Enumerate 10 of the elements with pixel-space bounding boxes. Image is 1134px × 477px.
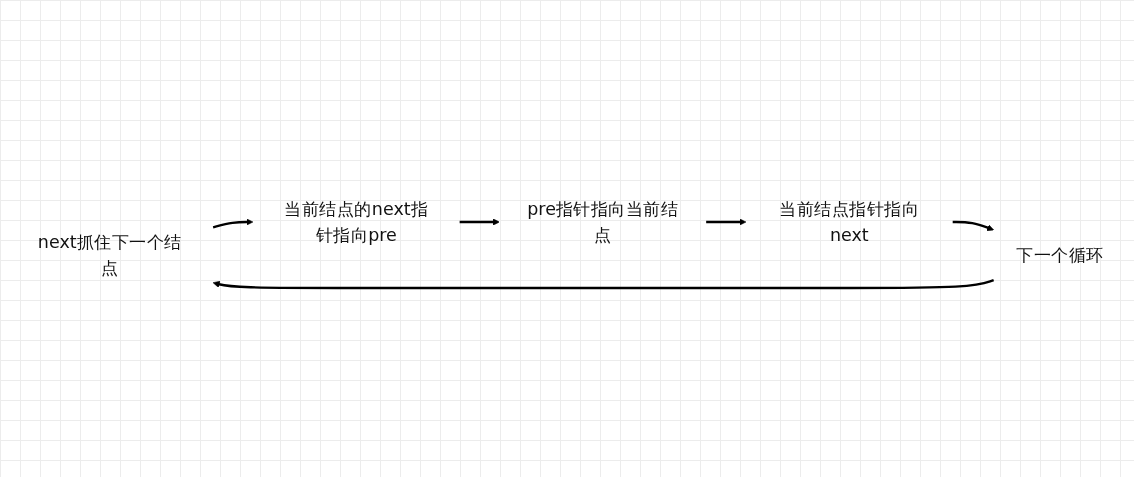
arrow [459, 218, 500, 226]
arrow [952, 220, 994, 231]
arrow [212, 278, 995, 290]
arrow [212, 218, 254, 229]
node-text: 当前结点指针指向next [779, 198, 920, 246]
node-text: next抓住下一个结点 [37, 231, 182, 279]
node-text: pre指针指向当前结点 [527, 198, 679, 246]
node-text: 下一个循环 [1016, 245, 1104, 265]
arrow [706, 218, 747, 226]
node-text: 当前结点的next指针指向pre [284, 198, 429, 246]
